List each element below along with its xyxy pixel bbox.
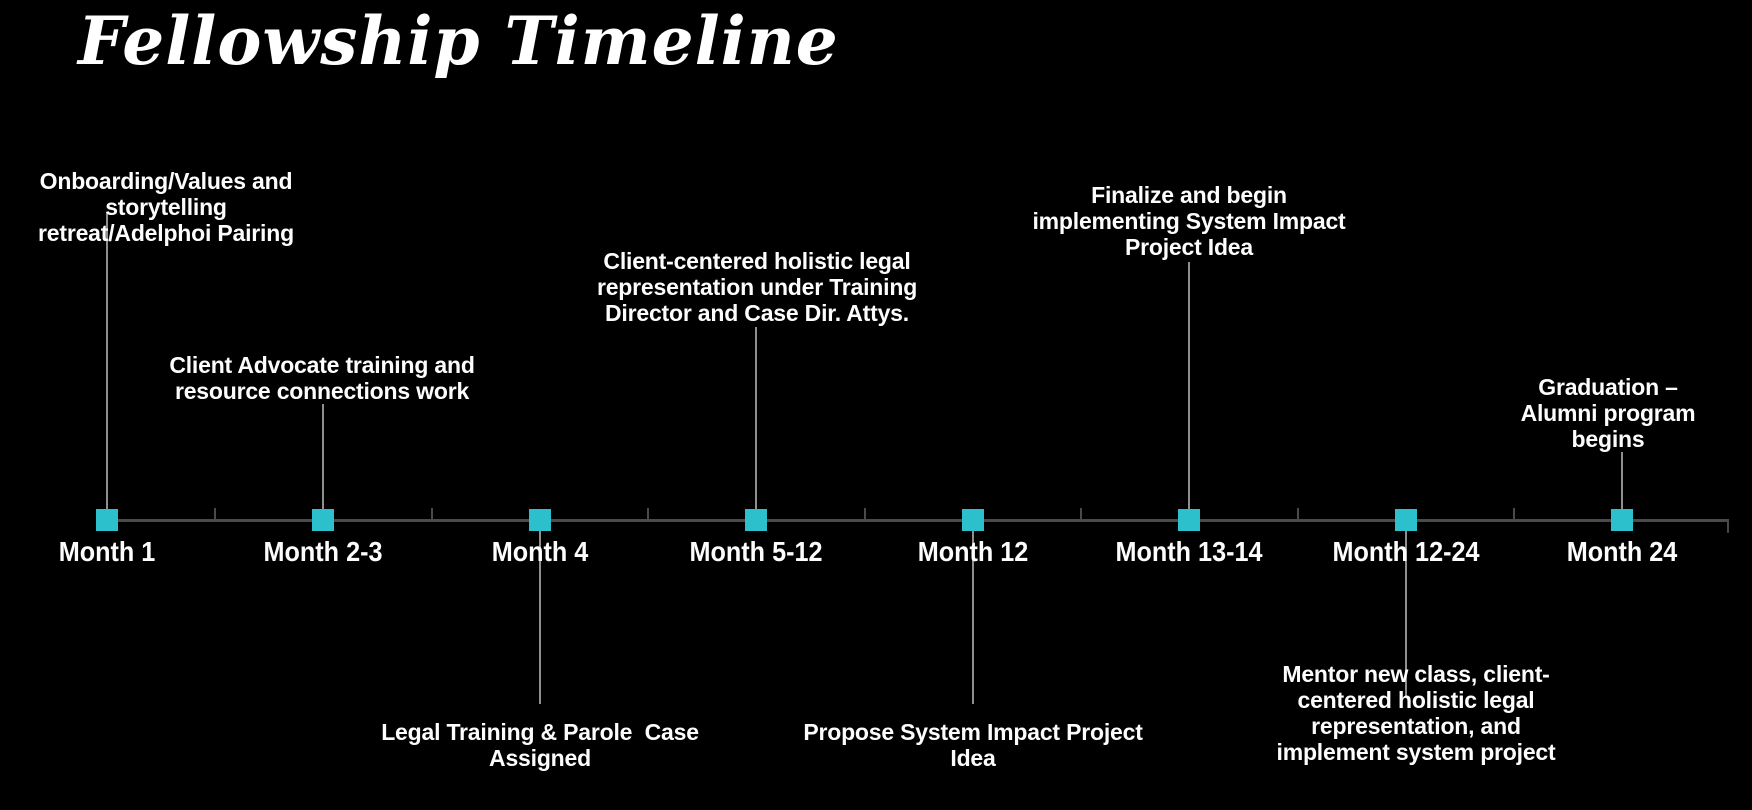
- milestone-month-label: Month 1: [58, 536, 156, 567]
- description-line: Alumni program: [1520, 400, 1696, 426]
- page-title: Fellowship Timeline: [78, 2, 839, 80]
- description-line: Director and Case Dir. Attys.: [605, 300, 909, 326]
- milestone-connector: [539, 522, 541, 704]
- milestone-marker: [529, 509, 551, 531]
- description-line: Onboarding/Values and: [39, 168, 293, 194]
- timeline-tick: [863, 508, 866, 521]
- milestone-connector: [972, 522, 974, 704]
- timeline-axis-endcap: [1727, 520, 1729, 533]
- milestone-month-label: Month 24: [1566, 536, 1678, 567]
- milestone-connector: [1621, 452, 1623, 516]
- milestone-month-label: Month 13-14: [1115, 536, 1263, 567]
- milestone-description: Mentor new class, client-centered holist…: [1241, 661, 1591, 765]
- milestone-marker: [1178, 509, 1200, 531]
- milestone-month-label: Month 12-24: [1332, 536, 1480, 567]
- milestone-month-label: Month 4: [491, 536, 589, 567]
- description-line: representation, and: [1311, 713, 1521, 739]
- milestone-connector: [755, 327, 757, 516]
- description-line: Client-centered holistic legal: [603, 248, 911, 274]
- milestone-month-label: Month 2-3: [263, 536, 383, 567]
- milestone-connector: [1188, 262, 1190, 516]
- timeline-axis: [107, 519, 1729, 522]
- milestone-marker: [1611, 509, 1633, 531]
- description-line: Graduation –: [1538, 374, 1678, 400]
- timeline-tick: [430, 508, 433, 521]
- milestone-connector: [106, 212, 108, 516]
- milestone-marker: [312, 509, 334, 531]
- description-line: centered holistic legal: [1297, 687, 1535, 713]
- description-line: storytelling: [105, 194, 227, 220]
- timeline-tick: [1080, 508, 1082, 521]
- description-line: implementing System Impact: [1032, 208, 1346, 234]
- milestone-month-label: Month 5-12: [689, 536, 823, 567]
- milestone-marker: [1395, 509, 1417, 531]
- description-line: begins: [1571, 426, 1645, 452]
- description-line: resource connections work: [174, 378, 470, 404]
- timeline-tick: [647, 508, 649, 521]
- description-line: Legal Training & Parole Case: [381, 719, 699, 745]
- timeline-tick: [1296, 508, 1299, 521]
- milestone-connector: [1405, 522, 1407, 696]
- description-line: implement system project: [1276, 739, 1556, 765]
- description-line: Finalize and begin: [1091, 182, 1287, 208]
- timeline-tick: [214, 508, 216, 521]
- timeline-tick: [1513, 508, 1515, 521]
- description-line: Client Advocate training and: [169, 352, 475, 378]
- milestone-connector: [322, 404, 324, 516]
- milestone-marker: [962, 509, 984, 531]
- description-line: retreat/Adelphoi Pairing: [38, 220, 294, 246]
- description-line: Project Idea: [1125, 234, 1253, 260]
- description-line: representation under Training: [596, 274, 918, 300]
- milestone-month-label: Month 12: [917, 536, 1029, 567]
- milestone-marker: [745, 509, 767, 531]
- description-line: Mentor new class, client-: [1282, 661, 1550, 687]
- milestone-marker: [96, 509, 118, 531]
- description-line: Propose System Impact Project: [803, 719, 1143, 745]
- description-line: Idea: [950, 745, 996, 771]
- description-line: Assigned: [489, 745, 591, 771]
